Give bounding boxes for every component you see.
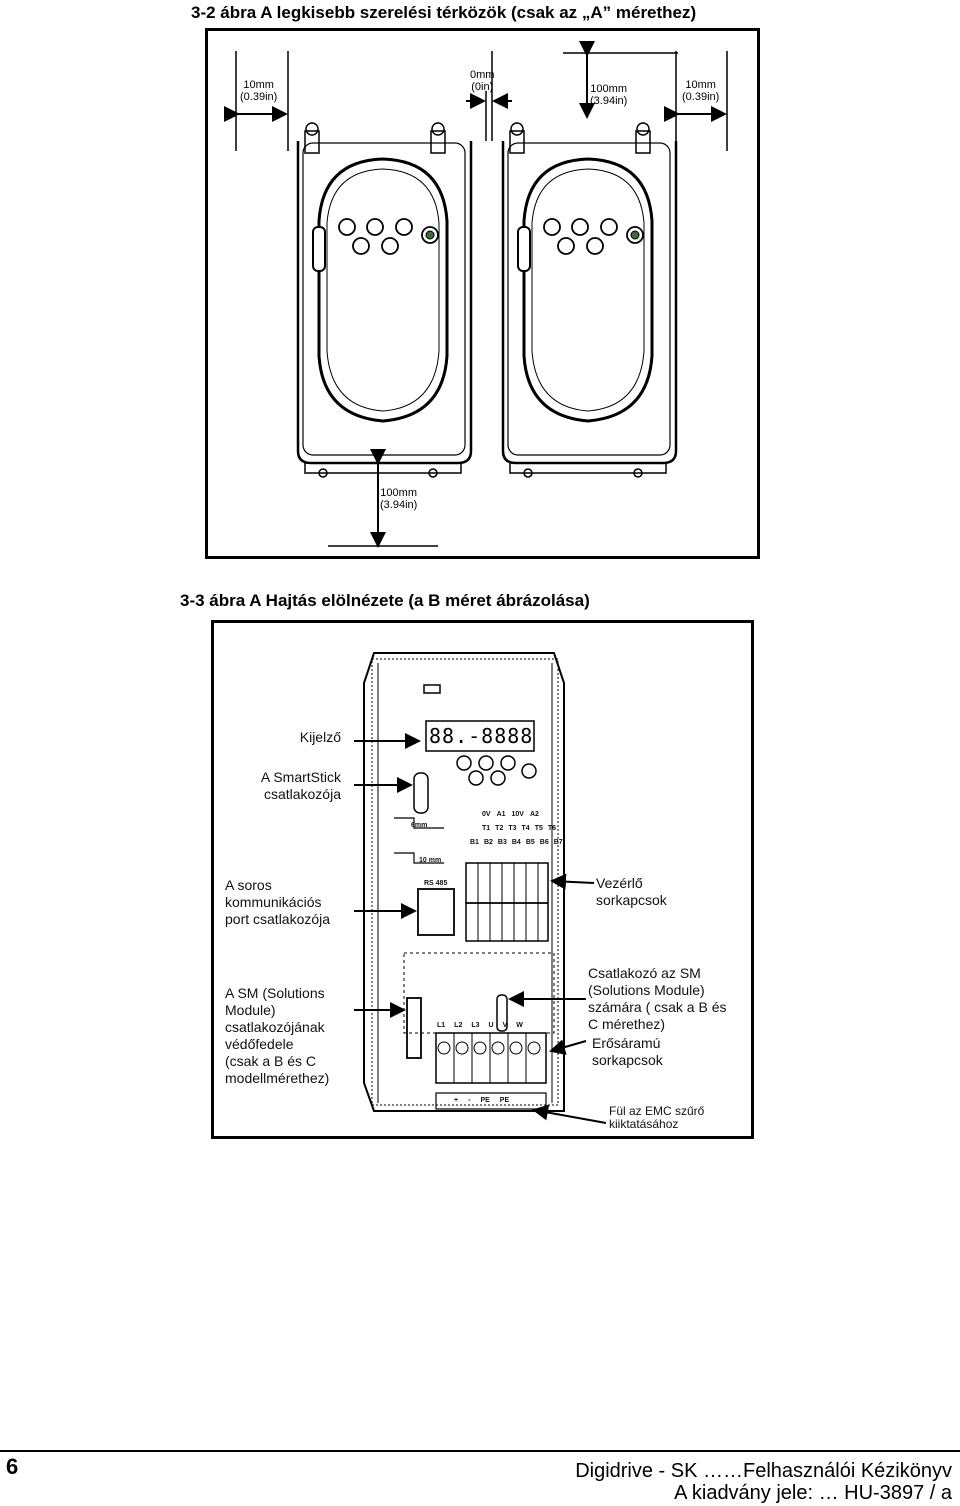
terminal-v: V: [502, 1022, 508, 1029]
terminal-b3: B3: [497, 839, 507, 846]
terminal-pe-1: PE: [480, 1097, 490, 1104]
footer-rule: [0, 1450, 960, 1452]
label-sm-connector: Csatlakozó az SM (Solutions Module) szám…: [588, 965, 727, 1033]
terminal-t-row: T1 T2 T3 T4 T5 T6: [482, 825, 556, 832]
terminal-t3: T3: [508, 825, 517, 832]
label-sm-connector-line3: számára ( csak a B és: [588, 999, 727, 1015]
label-sm-connector-line1: Csatlakozó az SM: [588, 965, 701, 981]
terminal-b6: B6: [539, 839, 549, 846]
terminal-pe-2: PE: [499, 1097, 510, 1104]
drive-front-view-drawing: [354, 652, 607, 1124]
dim-right-in: (0.39in): [682, 91, 720, 103]
dim-center-in: (0in): [471, 81, 494, 93]
label-control-terminals: Vezérlő sorkapcsok: [596, 875, 667, 909]
display-readout: 88.-8888: [429, 724, 534, 748]
dim-left-in: (0.39in): [240, 91, 278, 103]
terminal-b-row: B1 B2 B3 B4 B5 B6 B7: [470, 839, 563, 846]
label-power-terminals: Erősáramú sorkapcsok: [592, 1035, 663, 1069]
label-power-line2: sorkapcsok: [592, 1052, 663, 1068]
label-emc-tab: Fül az EMC szűrő kiiktatásához: [609, 1105, 704, 1131]
terminal-b4: B4: [511, 839, 521, 846]
drive-unit-left: [296, 122, 473, 478]
terminal-u: U: [488, 1022, 494, 1029]
label-smartstick-line2: csatlakozója: [263, 786, 341, 802]
terminal-t2: T2: [495, 825, 504, 832]
dim-left-mm: 10mm: [243, 79, 274, 91]
label-sm-cover-line6: modellmérethez): [225, 1070, 330, 1086]
terminal-plus: +: [454, 1097, 459, 1104]
label-sm-cover-line3: csatlakozójának: [225, 1019, 325, 1035]
terminal-minus: -: [468, 1097, 471, 1104]
drive-clearance-drawing: [224, 41, 728, 548]
terminal-l3: L3: [471, 1022, 480, 1029]
dim-6mm: 6mm: [411, 822, 428, 829]
label-sm-cover-line1: A SM (Solutions: [225, 985, 325, 1001]
label-control-line1: Vezérlő: [596, 875, 643, 891]
label-serial-port: A soros kommunikációs port csatlakozója: [225, 877, 330, 928]
dim-top-mm: 100mm: [590, 83, 627, 95]
drive-front-view-frame: 88.-8888 6mm 10 mm RS 485 0V A1 10V A2 T…: [211, 620, 754, 1139]
label-smartstick: A SmartStick csatlakozója: [224, 769, 341, 803]
terminal-0v: 0V: [482, 811, 491, 818]
dim-10mm: 10 mm: [419, 857, 442, 864]
dim-top: 100mm (3.94in): [590, 83, 627, 107]
label-emc-line1: Fül az EMC szűrő: [609, 1104, 705, 1118]
footer-publication-id: A kiadvány jele: … HU-3897 / a: [674, 1482, 952, 1504]
terminal-l2: L2: [454, 1022, 463, 1029]
dim-right-mm: 10mm: [685, 79, 716, 91]
drive-unit-right: [501, 122, 678, 478]
label-sm-cover-line5: (csak a B és C: [225, 1053, 317, 1069]
terminal-w: W: [516, 1022, 523, 1029]
label-sm-connector-line4: C mérethez): [588, 1016, 666, 1032]
label-emc-line2: kiiktatásához: [609, 1117, 679, 1131]
terminal-b7: B7: [553, 839, 563, 846]
dim-bottom: 100mm (3.94in): [380, 487, 417, 511]
terminal-l1: L1: [437, 1022, 446, 1029]
terminal-a2: A2: [529, 811, 539, 818]
label-smartstick-line1: A SmartStick: [260, 769, 341, 785]
label-control-line2: sorkapcsok: [596, 892, 667, 908]
label-sm-cover-line2: Module): [225, 1002, 276, 1018]
terminal-t6: T6: [547, 825, 557, 832]
terminal-t1: T1: [482, 825, 491, 832]
label-sm-connector-line2: (Solutions Module): [588, 982, 705, 998]
figure-caption-3-2: 3-2 ábra A legkisebb szerelési térközök …: [191, 3, 697, 22]
label-sm-cover: A SM (Solutions Module) csatlakozójának …: [225, 985, 329, 1087]
dim-bottom-in: (3.94in): [380, 499, 418, 511]
terminal-10v: 10V: [511, 811, 524, 818]
figure-caption-3-3: 3-3 ábra A Hajtás elölnézete (a B méret …: [180, 591, 590, 610]
dim-bottom-mm: 100mm: [380, 487, 417, 499]
dim-top-in: (3.94in): [590, 95, 628, 107]
dim-center: 0mm (0in): [470, 69, 494, 93]
page-number: 6: [6, 1454, 19, 1479]
label-display: Kijelző: [299, 729, 341, 745]
label-serial-line2: kommunikációs: [225, 894, 322, 910]
terminal-a1: A1: [496, 811, 506, 818]
rs485-label: RS 485: [424, 880, 448, 887]
terminal-t4: T4: [521, 825, 530, 832]
label-power-line1: Erősáramú: [592, 1035, 661, 1051]
terminal-t5: T5: [534, 825, 543, 832]
clearance-figure-frame: 10mm (0.39in) 0mm (0in) 100mm (3.94in) 1…: [205, 28, 760, 559]
label-serial-line1: A soros: [225, 877, 272, 893]
dim-left: 10mm (0.39in): [240, 79, 277, 103]
ground-terminal-row: + - PE PE: [454, 1097, 509, 1104]
dim-center-mm: 0mm: [470, 69, 495, 81]
label-serial-line3: port csatlakozója: [225, 911, 331, 927]
terminal-b5: B5: [525, 839, 535, 846]
label-sm-cover-line4: védőfedele: [225, 1036, 294, 1052]
dim-right: 10mm (0.39in): [682, 79, 719, 103]
power-terminal-row: L1 L2 L3 U V W: [437, 1022, 523, 1029]
terminal-top-row: 0V A1 10V A2: [482, 811, 539, 818]
footer-manual-title: Digidrive - SK ……Felhasználói Kézikönyv: [575, 1460, 952, 1482]
terminal-b1: B1: [470, 839, 479, 846]
terminal-b2: B2: [483, 839, 493, 846]
